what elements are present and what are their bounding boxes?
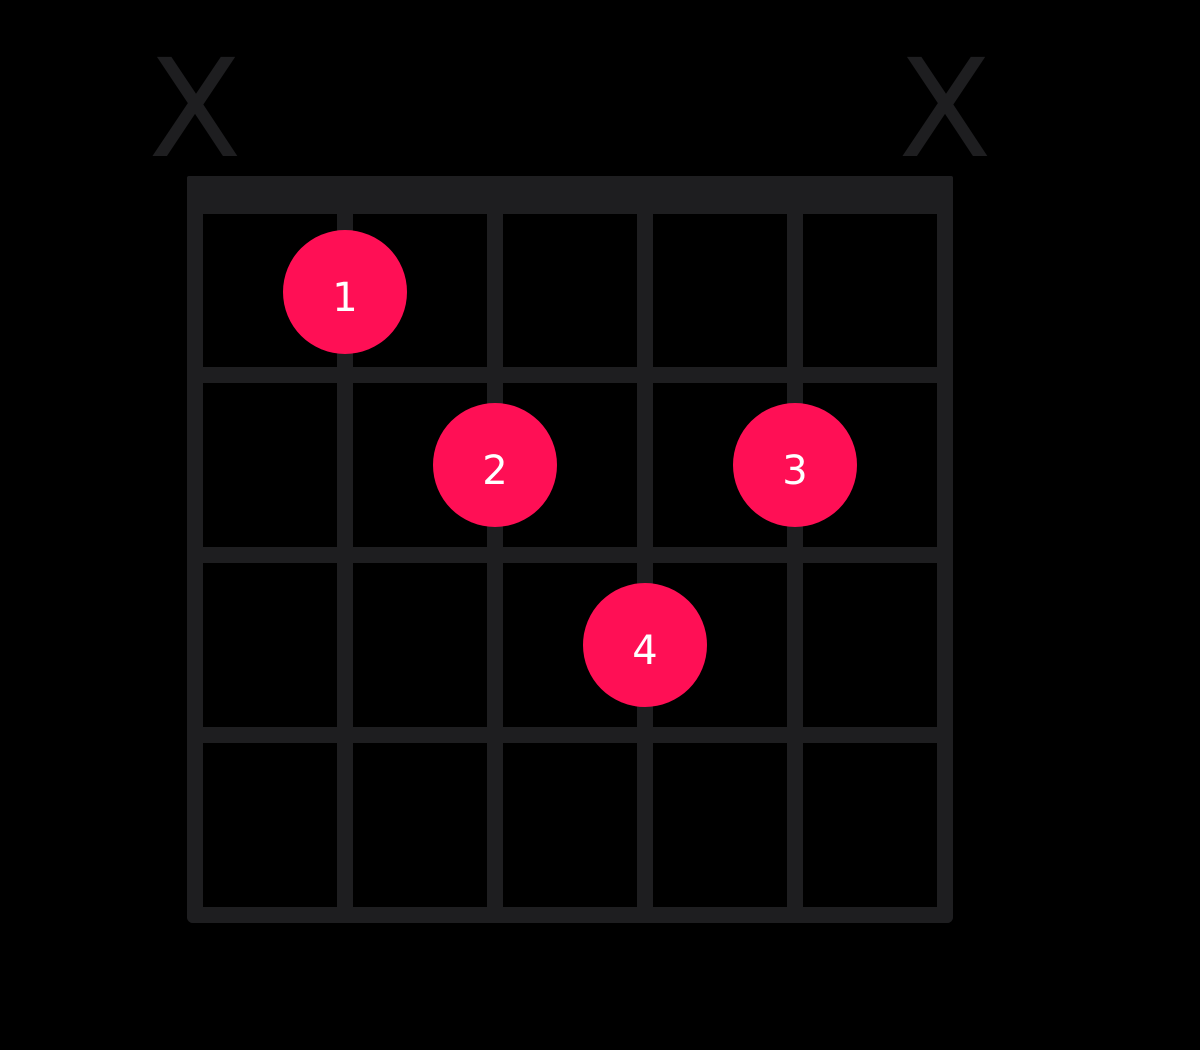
finger-number: 3 — [782, 448, 807, 494]
fret-3 — [187, 727, 953, 743]
frets — [187, 367, 953, 923]
mute-marker-string-1: X — [148, 31, 241, 189]
finger-dot-circle — [583, 583, 707, 707]
finger-dot-circle — [733, 403, 857, 527]
finger-dot-2: 2 — [433, 403, 557, 527]
mute-marker-string-6: X — [898, 31, 991, 189]
fret-1 — [187, 367, 953, 383]
finger-dot-4: 4 — [583, 583, 707, 707]
nut — [187, 176, 953, 214]
fret-2 — [187, 547, 953, 563]
finger-number: 2 — [482, 448, 507, 494]
finger-dot-circle — [283, 230, 407, 354]
finger-dot-1: 1 — [283, 230, 407, 354]
finger-number: 4 — [632, 628, 657, 674]
fret-4 — [187, 907, 953, 923]
finger-number: 1 — [332, 275, 357, 321]
finger-dot-3: 3 — [733, 403, 857, 527]
finger-dot-circle — [433, 403, 557, 527]
